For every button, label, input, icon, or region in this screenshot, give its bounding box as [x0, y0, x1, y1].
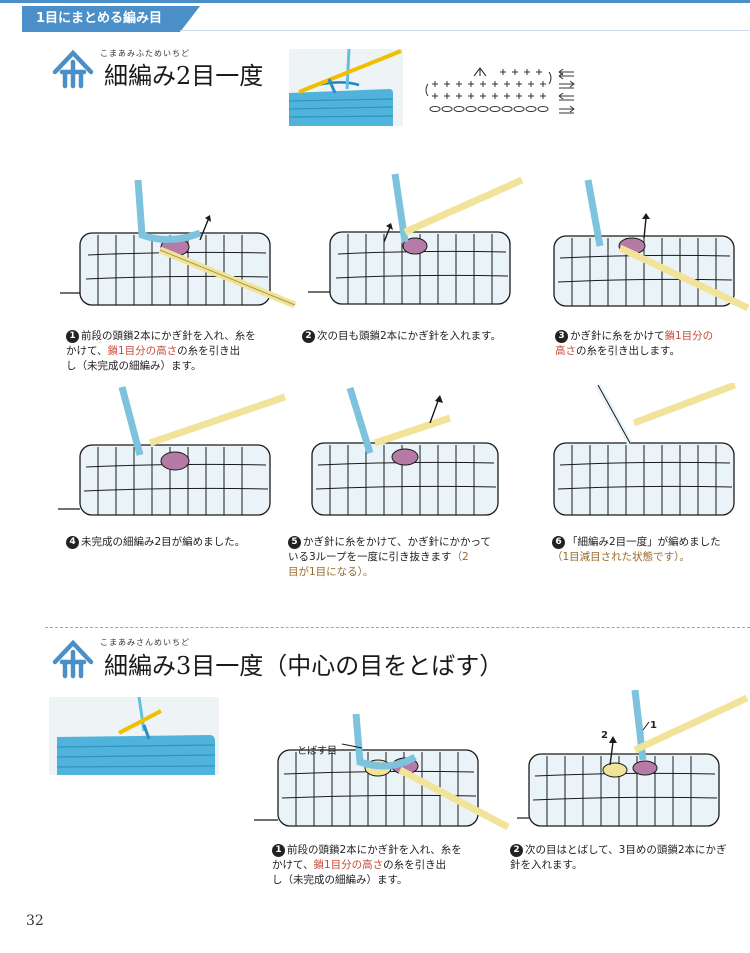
- section-tab: 1目にまとめる編み目: [22, 6, 200, 32]
- skip-stitch-label: とばす目: [297, 746, 337, 757]
- page-number: 32: [26, 913, 44, 929]
- page-title: 細編み2目一度: [104, 62, 264, 90]
- step-number-badge: 5: [288, 536, 301, 549]
- step-illustration: [517, 690, 749, 827]
- step-illustration: [308, 173, 524, 305]
- step-illustration: [254, 713, 510, 831]
- header-rule: [180, 30, 750, 31]
- section-divider: [45, 627, 750, 628]
- step-illustration: [58, 386, 287, 516]
- step-number-badge: 4: [66, 536, 79, 549]
- step-number-badge: 6: [552, 536, 565, 549]
- step-number-badge: 3: [555, 330, 568, 343]
- arrow-label-1: 1: [650, 720, 657, 731]
- step-caption: 6「細編み2目一度」が編めました （1目減目された状態です）。: [552, 536, 721, 563]
- section-tab-label: 1目にまとめる編み目: [36, 11, 163, 26]
- title-ruby: こまあみふためいちど: [100, 49, 190, 58]
- step-number-badge: 2: [510, 844, 523, 857]
- header-line: [0, 0, 750, 3]
- section-title: 細編み3目一度（中心の目をとばす）: [104, 652, 504, 680]
- stitch-symbol-icon: [52, 49, 94, 89]
- stitch-symbol-icon: [52, 639, 94, 679]
- step-number-badge: 1: [66, 330, 79, 343]
- step-number-badge: 1: [272, 844, 285, 857]
- step-illustration: [311, 386, 499, 516]
- step-illustration: [60, 179, 297, 309]
- sample-photo: [289, 49, 403, 126]
- step-illustration: [553, 179, 750, 312]
- step-number-badge: 2: [302, 330, 315, 343]
- title-ruby: こまあみさんめいちど: [100, 638, 190, 647]
- chart-symbol-icon: [425, 67, 575, 114]
- arrow-label-2: 2: [601, 730, 608, 741]
- sample-photo: [49, 697, 219, 775]
- step-illustration: [553, 383, 737, 516]
